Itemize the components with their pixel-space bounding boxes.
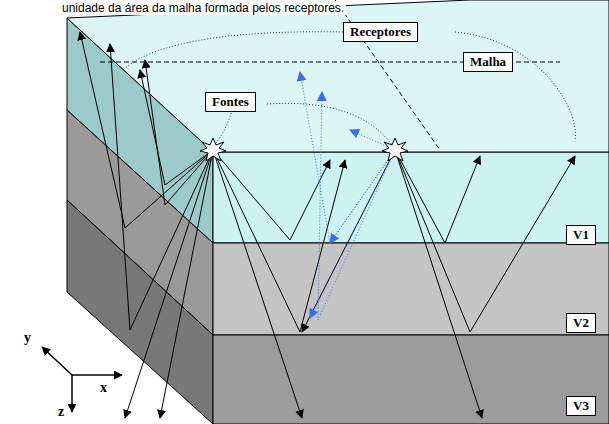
- node-text: Malha: [470, 54, 506, 69]
- callout-box: Malha: [463, 52, 513, 72]
- layer-label: V2: [566, 313, 596, 333]
- axis-label: z: [58, 404, 64, 420]
- node-text: Receptores: [350, 24, 411, 39]
- callout-box: Receptores: [343, 22, 418, 42]
- node-text: V1: [573, 227, 589, 242]
- layer-label: V3: [566, 396, 596, 416]
- node-text: Fontes: [212, 94, 249, 109]
- node-text: V2: [573, 315, 589, 330]
- axis-label: x: [100, 380, 107, 396]
- layer-label: V1: [566, 225, 596, 245]
- caption-fragment: unidade da área da malha formada pelos r…: [60, 1, 346, 15]
- callout-box: Fontes: [205, 92, 256, 112]
- axis-label: y: [24, 330, 31, 346]
- node-text: V3: [573, 398, 589, 413]
